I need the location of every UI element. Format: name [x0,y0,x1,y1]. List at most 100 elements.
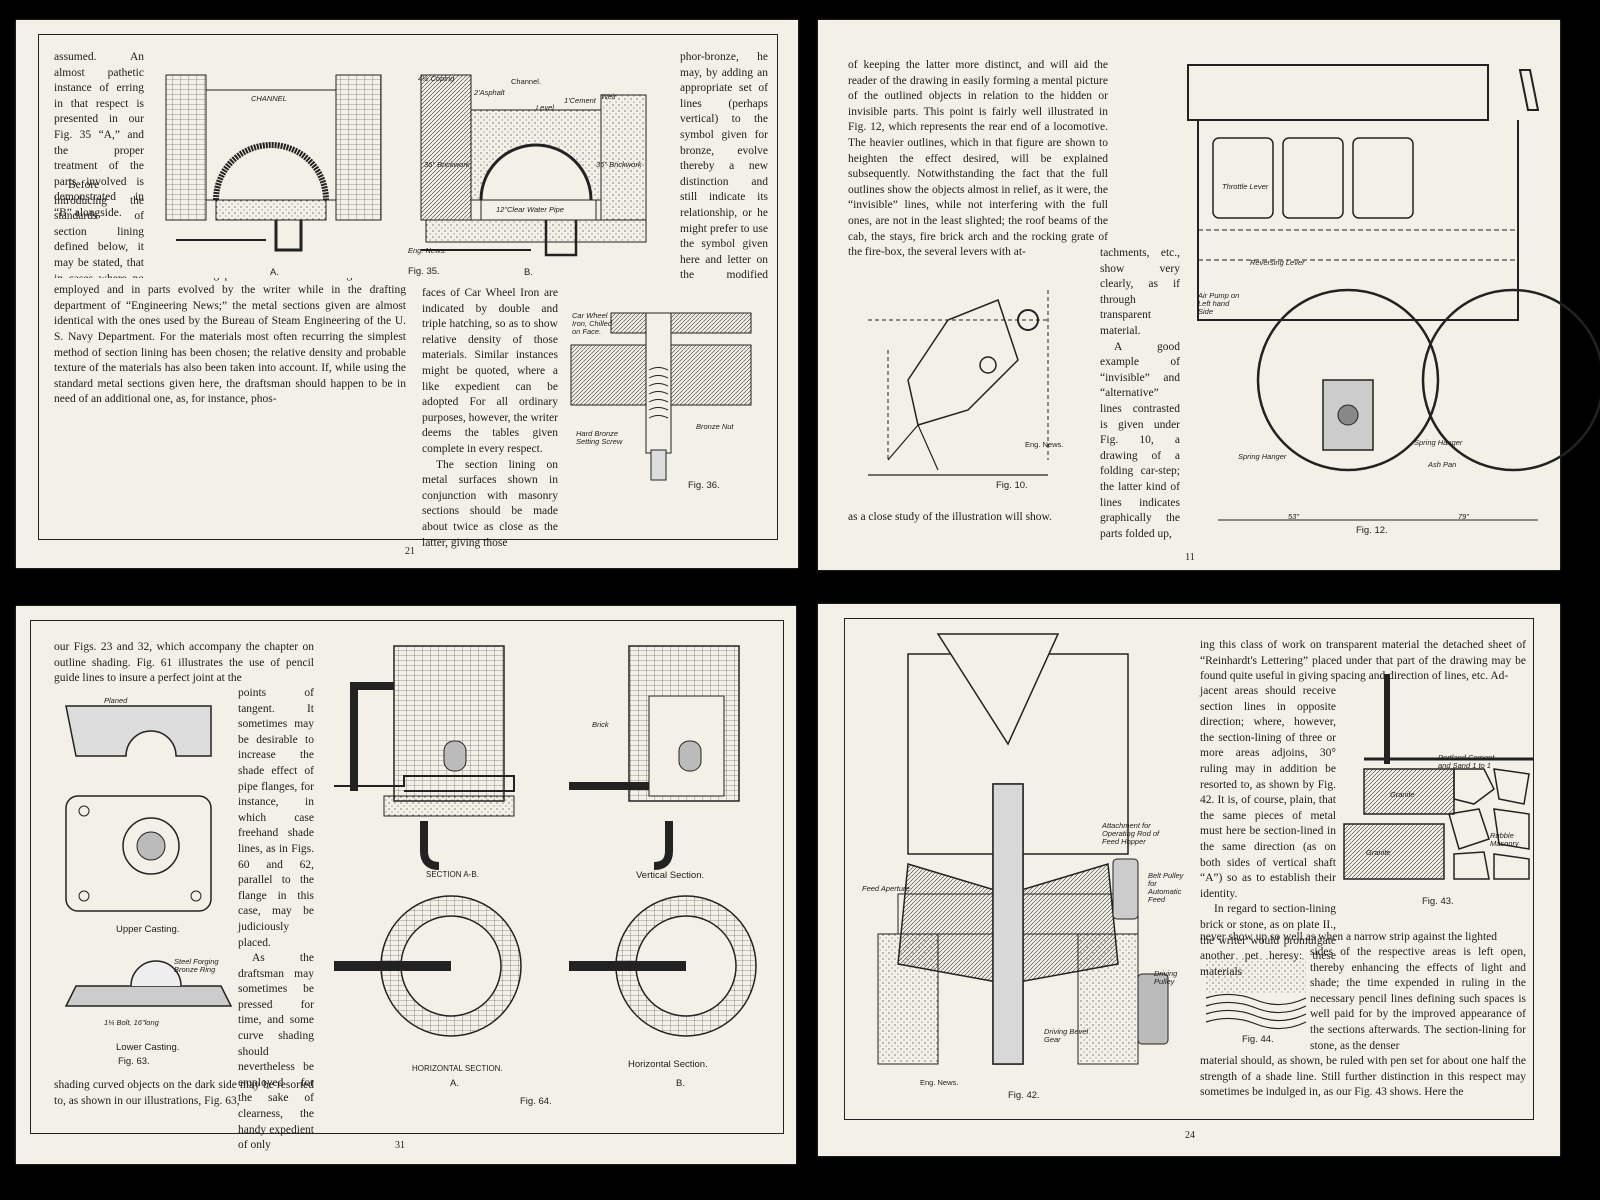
fig64-label: Brick [592,720,609,729]
page-31: our Figs. 23 and 32, which accompany the… [16,606,796,1164]
page-number: 24 [1185,1130,1195,1141]
fig63-lower-caption: Lower Casting. [116,1042,180,1053]
fig64-section-ab: SECTION A-B. [426,870,479,879]
fig44-drawing [1205,958,1307,1030]
fig35-part-a: A. [270,267,279,278]
paragraph: as a close study of the illustration wil… [848,511,1052,523]
fig42-caption: Fig. 42. [1008,1090,1040,1101]
page-number: 31 [395,1140,405,1151]
fig64-horizontal-section-b: Horizontal Section. [628,1059,708,1070]
paragraph: points of tangent. It sometimes may be d… [238,687,314,949]
paragraph: Before introducing the standards of sect… [54,179,144,278]
paragraph: phor-bronze, he may, by adding an approp… [680,51,768,286]
paragraph: faces of Car Wheel Iron are indicated by… [422,287,558,455]
text-column: points of tangent. It sometimes may be d… [238,686,314,1154]
paragraph: jacent areas should receive section line… [1200,685,1336,900]
fig35-label: 12"Clear Water Pipe [496,205,564,214]
fig42-label: Feed Aperture [862,884,910,893]
fig35-label: Channel. [511,77,542,86]
text-column: faces of Car Wheel Iron are indicated by… [422,286,768,551]
paragraph: of keeping the latter more distinct, and… [848,59,1108,259]
fig63-caption: Fig. 63. [118,1056,150,1067]
text-column: jacent areas should receive section line… [1200,684,1336,980]
page-11: of keeping the latter more distinct, and… [818,20,1600,570]
fig35-label: 36" Brickwork [424,160,470,169]
fig43-label: Granite [1366,848,1391,857]
page-24: ing this class of work on transparent ma… [818,604,1560,1156]
page-frame [30,620,784,1134]
paragraph: shading curved objects on the dark side … [54,1079,314,1107]
fig12-label: Air Pump on Left hand Side [1198,291,1240,316]
fig63-label: Steel Forging Bronze Ring [174,957,219,974]
fig35-caption: Fig. 35. [408,266,440,277]
fig64-part-b: B. [676,1078,685,1089]
text-column: ing this class of work on transparent ma… [1200,638,1526,685]
fig36-label: Bronze Nut [696,422,734,431]
page-number: 11 [1185,552,1195,563]
page-frame [38,34,778,540]
paragraph: our Figs. 23 and 32, which accompany the… [54,641,314,685]
text-column: shading curved objects on the dark side … [54,1078,314,1109]
fig42-drawing [877,633,1169,1065]
paragraph: sides of the respective areas is left op… [1310,946,1526,1052]
fig12-dimension: 53" [1288,512,1300,521]
fig10-label: Eng. News. [1025,440,1064,449]
fig35-label: 2'Asphalt [474,88,505,97]
fig12-label: Spring Hanger [1414,438,1463,447]
fig42-label: Driving Bevel Gear [1044,1027,1089,1044]
page-frame [844,618,1534,1120]
fig42-label: Driving Pulley [1154,969,1178,986]
fig64-part-a: A. [450,1078,459,1089]
fig42-label: Belt Pulley for Automatic Feed [1148,871,1184,904]
fig43-drawing [1343,674,1534,880]
fig44-caption: Fig. 44. [1242,1034,1274,1045]
text-column: our Figs. 23 and 32, which accompany the… [54,640,314,687]
text-column: never show up so well as when a narrow s… [1200,930,1526,946]
fig35-label: Level [536,103,554,112]
fig43-label: Portland Cement and Sand 1 to 1 [1438,753,1495,770]
paragraph: In regard to section-lining brick or sto… [1200,903,1336,977]
fig63-label: 1¼ Bolt, 16"long [104,1018,159,1027]
text-column: Before introducing the standards of sect… [54,178,144,278]
fig12-label: Throttle Lever [1222,182,1269,191]
fig43-caption: Fig. 43. [1422,896,1454,907]
paragraph: A good example of “invisible” and “alter… [1100,340,1180,540]
fig42-label: Attachment for Operating Rod of Feed Hop… [1102,821,1160,846]
fig36-label: Hard Bronze Setting Screw [576,429,623,446]
fig12-dimension: 79" [1458,512,1470,521]
page-number: 21 [405,546,415,557]
fig64-caption: Fig. 64. [520,1096,552,1107]
fig64-horizontal-section-a: HORIZONTAL SECTION. [412,1064,503,1073]
fig12-label: Ash Pan [1428,460,1457,469]
fig64-vertical-section: Vertical Section. [636,870,705,881]
paragraph: As the draftsman may sometimes be presse… [238,952,314,1152]
fig36-drawing [570,312,752,481]
fig63-upper-caption: Upper Casting. [116,924,180,935]
fig35-label: 36" Brickwork [596,160,642,169]
fig35-label: 1'Cement [564,96,596,105]
text-column: as a close study of the illustration wil… [848,510,1098,526]
fig12-caption: Fig. 12. [1356,525,1388,536]
fig42-label: Eng. News. [920,1078,959,1087]
fig63-label: Planed [104,696,128,705]
fig35-drawing [165,74,647,257]
fig35-label: 4½ Coping [418,74,455,83]
fig10-drawing [868,290,1049,476]
text-column: of keeping the latter more distinct, and… [848,58,1108,261]
page-21: assumed. An almost pathetic instance of … [16,20,798,568]
fig12-label: Spring Hanger [1238,452,1287,461]
paragraph: assumed. An almost pathetic instance of … [54,51,144,219]
text-column: sides of the respective areas is left op… [1310,945,1526,1054]
fig43-label: Rubble Masonry [1490,831,1519,848]
text-column: material should, as shown, be ruled with… [1200,1054,1526,1101]
paragraph: The section lining on metal surfaces sho… [422,458,558,549]
fig36-label: Car Wheel Iron, Chilled on Face. [572,311,613,336]
text-column: phor-bronze, he may, by adding an approp… [680,50,768,286]
text-column: tachments, etc., show very clearly, as i… [1100,246,1180,542]
fig43-label: Granite [1390,790,1415,799]
text-column: assumed. An almost pathetic instance of … [54,50,144,222]
paragraph: The standards of section lining presente… [54,278,406,406]
paragraph: never show up so well as when a narrow s… [1200,931,1498,943]
fig36-caption: Fig. 36. [688,480,720,491]
fig35-label: Eng. News. [408,246,447,255]
